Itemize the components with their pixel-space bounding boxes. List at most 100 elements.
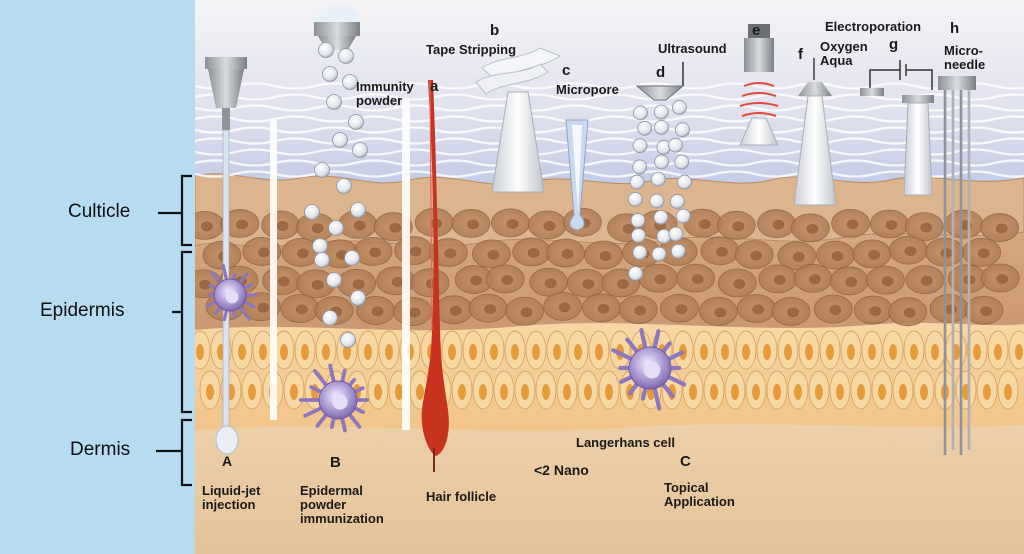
basal-nucleus	[343, 344, 351, 360]
route-letter-B: B	[330, 454, 341, 471]
ultrasound-particle	[627, 191, 643, 207]
microneedle-array	[938, 76, 976, 455]
ultrasound-particle	[630, 213, 646, 228]
route-letter-C: C	[680, 453, 691, 470]
cell-nucleus	[352, 279, 365, 290]
basal-nucleus	[553, 344, 561, 360]
method-letter-d: d	[656, 64, 666, 81]
basal-nucleus	[280, 344, 288, 360]
basal-nucleus	[532, 344, 540, 360]
powder-particle	[322, 66, 338, 82]
method-letter-c: c	[562, 62, 571, 79]
basal-nucleus	[196, 344, 204, 360]
cell-nucleus	[920, 275, 933, 286]
cuticle-label: Culticle	[68, 201, 131, 222]
basal-nucleus	[742, 344, 750, 360]
powder-particle	[344, 250, 360, 266]
ultrasound-particle	[656, 229, 672, 244]
cell-nucleus	[506, 218, 519, 229]
basal-nucleus	[910, 344, 918, 360]
basal-nucleus	[805, 344, 813, 360]
ultrasound-particle	[628, 266, 644, 281]
ultrasound-particle	[631, 228, 646, 243]
basal-nucleus	[448, 344, 456, 360]
basal-nucleus	[521, 384, 529, 400]
cell-nucleus	[599, 251, 612, 262]
cell-nucleus	[995, 223, 1008, 234]
basal-nucleus	[931, 344, 939, 360]
basal-nucleus	[689, 384, 697, 400]
cell-nucleus	[904, 246, 917, 257]
cell-nucleus	[527, 247, 540, 258]
oxygen-aqua-device	[793, 58, 837, 206]
ultrasound-particle	[669, 194, 685, 209]
cuticle-fiber	[195, 170, 1024, 178]
cell-nucleus	[444, 248, 457, 259]
ultrasound-particle	[654, 154, 669, 170]
powder-particle	[312, 238, 328, 254]
cell-nucleus	[544, 278, 557, 289]
basal-nucleus	[899, 384, 907, 400]
powder-particle	[338, 48, 354, 64]
basal-nucleus	[920, 384, 928, 400]
cell-nucleus	[831, 251, 844, 262]
powder-particle	[352, 142, 368, 158]
cell-nucleus	[829, 304, 842, 315]
basal-nucleus	[731, 384, 739, 400]
cell-nucleus	[654, 274, 667, 285]
langerhans-cell	[298, 363, 370, 433]
cell-nucleus	[295, 304, 308, 315]
cell-nucleus	[903, 307, 916, 318]
powder-particle	[326, 272, 342, 288]
cell-nucleus	[353, 220, 366, 231]
basal-nucleus	[458, 384, 466, 400]
hair-follicle-label: Hair follicle	[426, 489, 497, 504]
basal-nucleus	[206, 384, 214, 400]
basal-nucleus	[1004, 384, 1012, 400]
ultrasound-particle	[675, 122, 690, 138]
cell-nucleus	[945, 304, 958, 315]
ultrasound-device	[635, 62, 685, 101]
basal-nucleus	[385, 344, 393, 360]
ultrasound-particle	[629, 174, 645, 190]
powder-particle	[304, 204, 320, 220]
ultrasound-particle	[649, 193, 665, 209]
ultrasound-particle	[637, 120, 653, 136]
cell-nucleus	[885, 219, 898, 230]
langerhans-cell-label: Langerhans cell	[576, 435, 675, 450]
basal-nucleus	[721, 344, 729, 360]
cell-nucleus	[484, 304, 497, 315]
cell-nucleus	[979, 306, 992, 317]
powder-particle	[326, 94, 342, 110]
basal-nucleus	[815, 384, 823, 400]
cell-nucleus	[200, 221, 213, 232]
cell-nucleus	[257, 247, 270, 258]
basal-nucleus	[469, 344, 477, 360]
langerhans-cell	[205, 263, 258, 322]
cell-nucleus	[715, 246, 728, 257]
basal-nucleus	[868, 344, 876, 360]
langerhans-nucleus	[643, 361, 661, 379]
cell-nucleus	[543, 220, 556, 231]
powder-particle	[350, 290, 366, 306]
cell-nucleus	[940, 248, 953, 259]
cell-nucleus	[408, 307, 421, 318]
basal-nucleus	[238, 344, 246, 360]
basal-nucleus	[605, 384, 613, 400]
cuticle-fiber	[195, 159, 1024, 167]
ultrasound-particle	[668, 226, 684, 242]
powder-particles	[304, 42, 368, 348]
cell-nucleus	[597, 303, 610, 314]
cell-nucleus	[920, 222, 933, 233]
electroporation-circuit	[869, 60, 933, 90]
oxygen-aqua-label: Oxygen Aqua	[820, 39, 868, 68]
cuticle-fiber	[195, 148, 1024, 156]
cell-nucleus	[311, 279, 324, 290]
cell-nucleus	[622, 223, 635, 234]
ultrasound-label: Ultrasound	[658, 41, 727, 56]
langerhans-cell	[611, 327, 687, 411]
method-letter-b: b	[490, 22, 500, 39]
basal-nucleus	[511, 344, 519, 360]
